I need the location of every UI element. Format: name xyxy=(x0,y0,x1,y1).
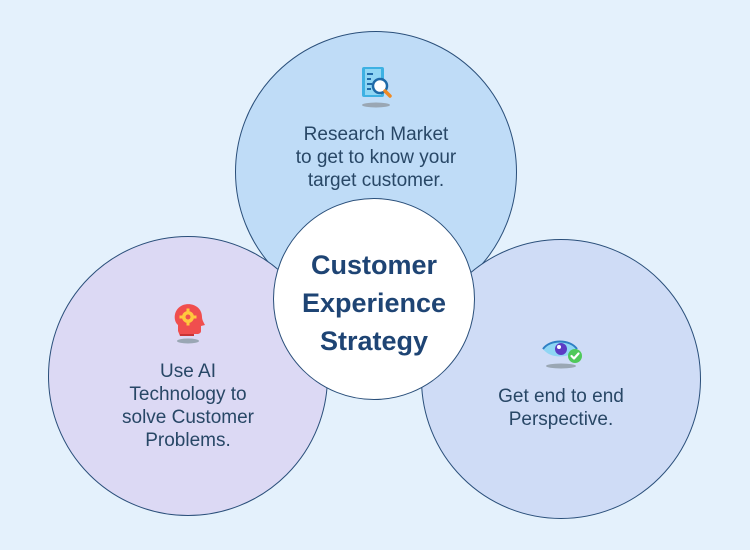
ai-technology-line-4: Problems. xyxy=(145,430,231,451)
eye-check-icon xyxy=(542,340,582,369)
center-title-line-2: Experience xyxy=(301,288,447,318)
document-search-icon xyxy=(362,67,392,108)
research-market-line-3: target customer. xyxy=(307,170,445,191)
perspective-text: Get end to end Perspective. xyxy=(451,385,671,431)
research-market-line-2: to get to know your xyxy=(295,147,457,168)
center-title: Customer Experience Strategy xyxy=(273,246,475,360)
ai-head-gear-icon xyxy=(174,304,205,344)
ai-technology-line-3: solve Customer xyxy=(122,407,254,428)
center-circle xyxy=(273,198,475,400)
perspective-line-1: Get end to end xyxy=(498,386,624,407)
research-market-line-1: Research Market xyxy=(303,124,449,145)
perspective-line-2: Perspective. xyxy=(508,409,614,430)
center-title-line-3: Strategy xyxy=(319,326,429,356)
ai-technology-line-2: Technology to xyxy=(129,384,247,405)
ai-technology-text: Use AI Technology to solve Customer Prob… xyxy=(78,360,298,452)
ai-technology-line-1: Use AI xyxy=(160,361,216,382)
center-title-line-1: Customer xyxy=(310,250,438,280)
research-market-text: Research Market to get to know your targ… xyxy=(252,123,500,192)
